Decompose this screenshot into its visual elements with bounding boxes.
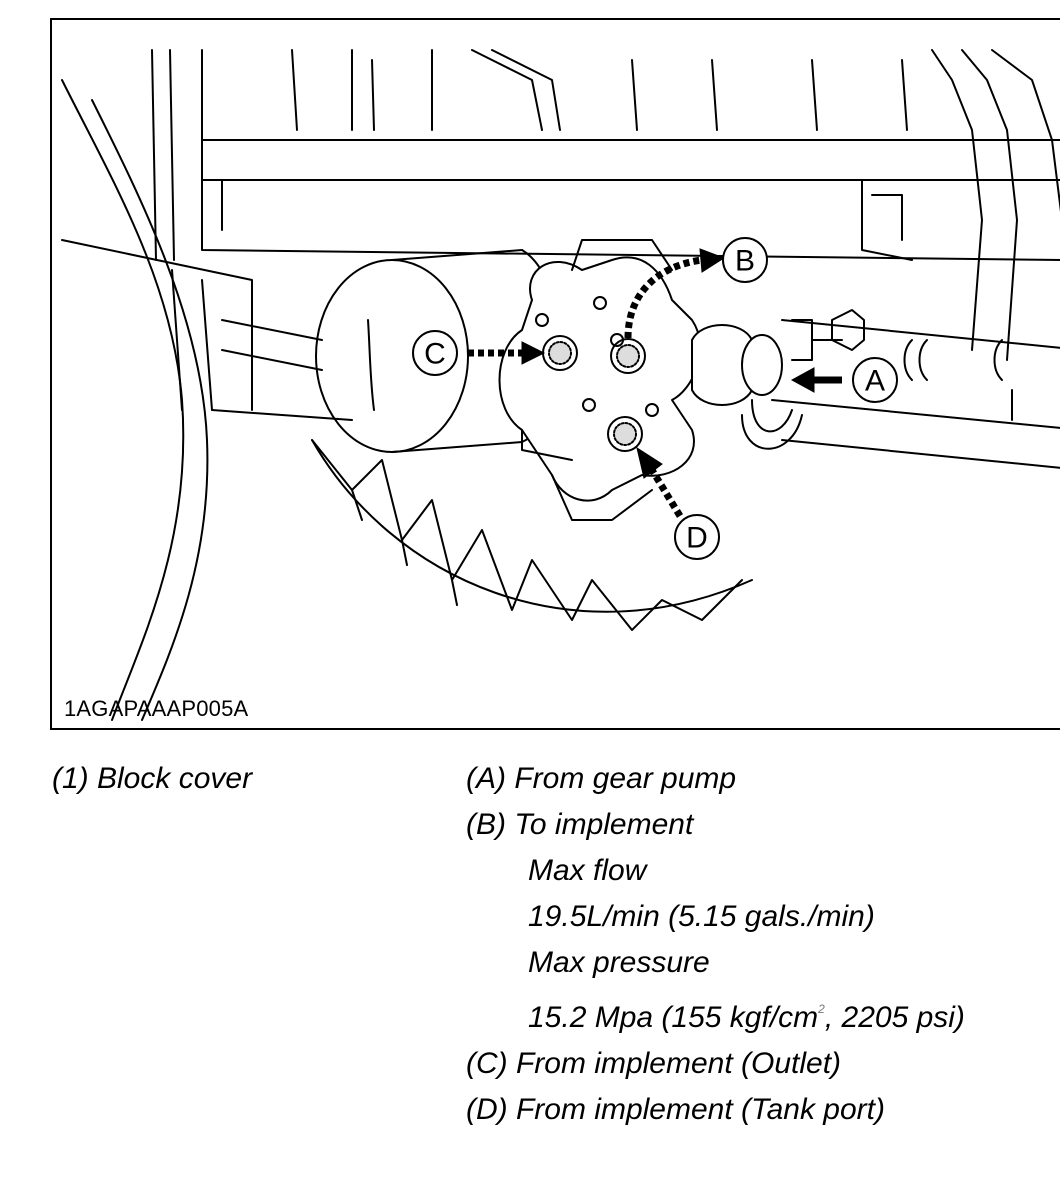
callout-d-label: D <box>686 522 708 555</box>
callout-c-label: C <box>424 338 446 371</box>
caption-left: (1) Block cover <box>52 756 252 802</box>
callout-d-circle <box>674 514 720 560</box>
caption-max-pressure-value: 15.2 Mpa (155 kgf/cm2, 2205 psi) <box>466 986 965 1041</box>
callout-a-label: A <box>865 365 885 398</box>
caption-max-flow-label: Max flow <box>528 854 647 887</box>
max-pressure-superscript: 2 <box>818 1002 825 1016</box>
caption-right: (A) From gear pump (B) To implement Max … <box>466 756 965 1133</box>
caption-max-flow-value: 19.5L/min (5.15 gals./min) <box>528 900 875 933</box>
caption-d: (D) From implement (Tank port) <box>466 1093 885 1126</box>
block-cover-illustration: C B A D <box>61 49 1060 721</box>
caption-block-cover: (1) Block cover <box>52 762 253 795</box>
callout-a-circle <box>852 357 898 403</box>
callout-c-circle <box>412 330 458 376</box>
callout-b-label: B <box>735 245 755 278</box>
figure-frame: C B A D 1AGAPAAAP005A <box>50 18 1060 730</box>
max-pressure-prefix: 15.2 Mpa (155 kgf/cm <box>528 1001 819 1034</box>
callout-b-circle <box>722 237 768 283</box>
caption-a: (A) From gear pump <box>466 762 737 795</box>
caption-c: (C) From implement (Outlet) <box>466 1047 842 1080</box>
figure-code: 1AGAPAAAP005A <box>64 696 249 721</box>
caption-max-pressure-label: Max pressure <box>528 946 710 979</box>
caption-b: (B) To implement <box>466 808 694 841</box>
max-pressure-suffix: , 2205 psi) <box>824 1001 965 1034</box>
